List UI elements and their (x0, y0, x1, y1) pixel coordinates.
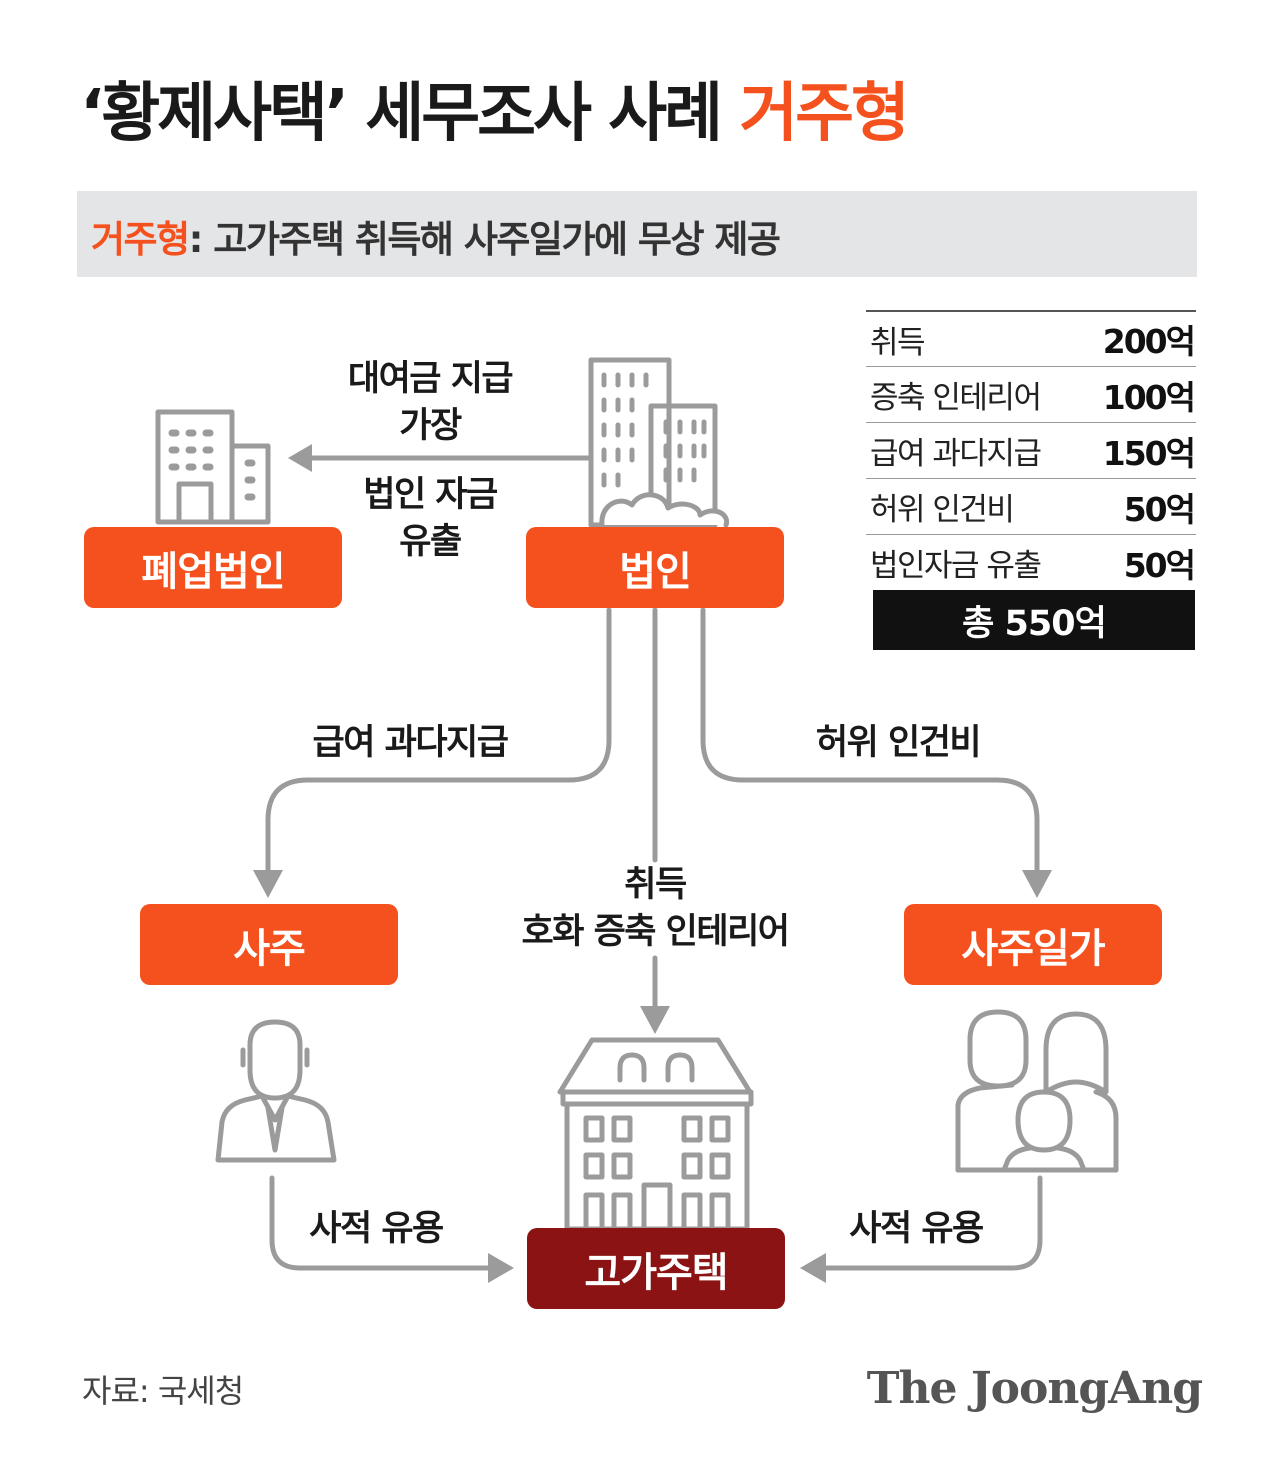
family-icon (955, 1009, 1119, 1173)
row-value: 50억 (1123, 545, 1196, 585)
arrow-heads (253, 444, 1052, 1283)
row-name: 허위 인건비 (870, 492, 1015, 528)
subtitle-bar: 거주형: 고가주택 취득해 사주일가에 무상 제공 (77, 191, 1197, 277)
source-credit: 자료: 국세청 (82, 1372, 244, 1410)
closed-company-building-icon (155, 409, 271, 525)
businessman-icon (215, 1019, 337, 1163)
label-outflow-line2: 유출 (399, 522, 462, 562)
arrowhead-family (1022, 870, 1052, 898)
table-total: 총 550억 (873, 590, 1195, 650)
label-acquisition-line1: 취득 (624, 865, 687, 905)
amount-table: 취득 200억 증축 인테리어 100억 급여 과다지급 150억 허위 인건비 50억… (866, 310, 1196, 650)
label-fake-labor-cost: 허위 인건비 (815, 723, 982, 763)
subtitle-rest: : 고가주택 취득해 사주일가에 무상 제공 (188, 218, 781, 261)
table-row: 급여 과다지급 150억 (866, 422, 1196, 478)
node-owner-family: 사주일가 (904, 904, 1162, 985)
row-value: 200억 (1102, 322, 1196, 361)
arrowhead-house-right (800, 1253, 826, 1283)
table-row: 취득 200억 (866, 310, 1196, 366)
row-value: 100억 (1102, 377, 1196, 417)
title-accent: 거주형 (739, 77, 910, 151)
arrowhead-closed (288, 444, 312, 472)
label-private-use-right: 사적 유용 (849, 1209, 984, 1249)
row-name: 증축 인테리어 (870, 380, 1042, 416)
luxury-house-icon (557, 1037, 754, 1232)
table-row: 허위 인건비 50억 (866, 478, 1196, 534)
label-outflow-line1: 법인 자금 (363, 475, 498, 515)
label-acquisition: 취득 호화 증축 인테리어 (500, 862, 810, 956)
label-acquisition-line2: 호화 증축 인테리어 (521, 912, 790, 952)
brand-logo: The JoongAng (866, 1363, 1203, 1414)
table-row: 증축 인테리어 100억 (866, 366, 1196, 422)
node-corporation: 법인 (526, 527, 784, 608)
arrowhead-owner (253, 870, 283, 898)
page-title: ‘황제사택’ 세무조사 사례 거주형 (80, 62, 910, 154)
arrow-owner-to-house (269, 1175, 499, 1271)
row-value: 50억 (1123, 489, 1196, 529)
label-loan-line2: 가장 (399, 406, 462, 446)
subtitle: 거주형: 고가주택 취득해 사주일가에 무상 제공 (91, 209, 781, 263)
label-loan-disguise: 대여금 지급 가장 (330, 356, 530, 450)
node-owner: 사주 (140, 904, 398, 985)
table-row: 법인자금 유출 50억 (866, 534, 1196, 590)
label-loan-line1: 대여금 지급 (347, 359, 514, 399)
label-excess-salary: 급여 과다지급 (312, 723, 509, 763)
node-luxury-house: 고가주택 (527, 1228, 785, 1309)
title-main: ‘황제사택’ 세무조사 사례 (80, 77, 740, 151)
arrowhead-house-left (488, 1253, 514, 1283)
corporation-building-icon (588, 357, 730, 528)
subtitle-accent: 거주형 (91, 218, 190, 261)
row-value: 150억 (1102, 433, 1196, 473)
arrow-family-to-house (819, 1175, 1043, 1271)
label-fund-outflow: 법인 자금 유출 (340, 472, 520, 566)
arrowhead-house (640, 1006, 670, 1034)
arrow-corp-to-owner (265, 607, 612, 875)
arrow-corp-to-family (700, 607, 1040, 875)
row-name: 급여 과다지급 (870, 436, 1042, 472)
row-name: 법인자금 유출 (870, 548, 1042, 584)
node-closed-corporation: 폐업법인 (84, 527, 342, 608)
row-name: 취득 (870, 324, 926, 361)
label-private-use-left: 사적 유용 (309, 1209, 444, 1249)
